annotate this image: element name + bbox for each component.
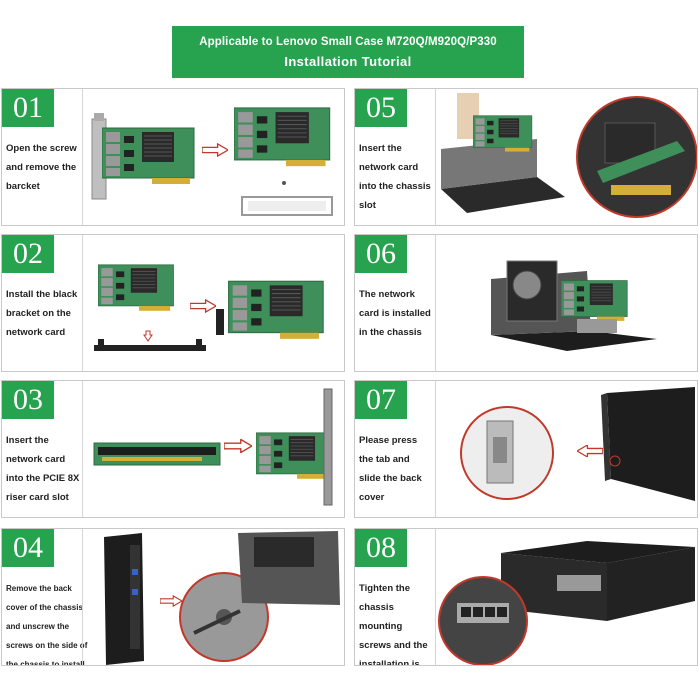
step-01: 01 Open the screw and remove the barcket (1, 88, 345, 226)
step-text: Insert the network card into the PCIE 8X… (6, 435, 80, 503)
step-illustration (438, 541, 695, 665)
step-number: 03 (2, 381, 54, 419)
step-illustration (104, 531, 340, 665)
step-text: Install the black bracket on the network… (6, 289, 78, 338)
step-illustration (93, 388, 333, 506)
step-07: 07 Please press the tab and slide the ba… (354, 380, 698, 518)
step-number: 07 (355, 381, 407, 419)
step-08: 08 Tighten the chassis mounting screws a… (354, 528, 698, 666)
step-number: 02 (2, 235, 54, 273)
step-02: 02 Install the black bracket on the netw… (1, 234, 345, 372)
step-text: Open the screw and remove the barcket (6, 143, 77, 192)
step-text: The network card is installed in the cha… (359, 289, 431, 338)
step-text: Insert the network card into the chassis… (359, 143, 431, 211)
step-number: 01 (2, 89, 54, 127)
step-number: 06 (355, 235, 407, 273)
step-illustration (94, 264, 324, 351)
step-05: 05 Insert the network card into the chas… (354, 88, 698, 226)
title-line-1: Applicable to Lenovo Small Case M720Q/M9… (199, 36, 497, 48)
step-number: 05 (355, 89, 407, 127)
step-text: Please press the tab and slide the back … (359, 435, 422, 503)
step-illustration (91, 107, 333, 216)
step-03: 03 Insert the network card into the PCIE… (1, 380, 345, 518)
title-banner: Applicable to Lenovo Small Case M720Q/M9… (172, 26, 524, 78)
step-number: 04 (2, 529, 54, 567)
step-number: 08 (355, 529, 407, 567)
title-line-2: Installation Tutorial (284, 54, 412, 69)
step-06: 06 The network card is installed in the … (354, 234, 698, 372)
step-04: 04 Remove the back cover of the chassis … (1, 528, 345, 666)
step-illustration (491, 260, 657, 351)
step-illustration (441, 93, 697, 218)
step-text: Remove the back cover of the chassis and… (6, 584, 88, 666)
step-text: Tighten the chassis mounting screws and … (359, 583, 428, 666)
step-illustration (460, 387, 695, 501)
